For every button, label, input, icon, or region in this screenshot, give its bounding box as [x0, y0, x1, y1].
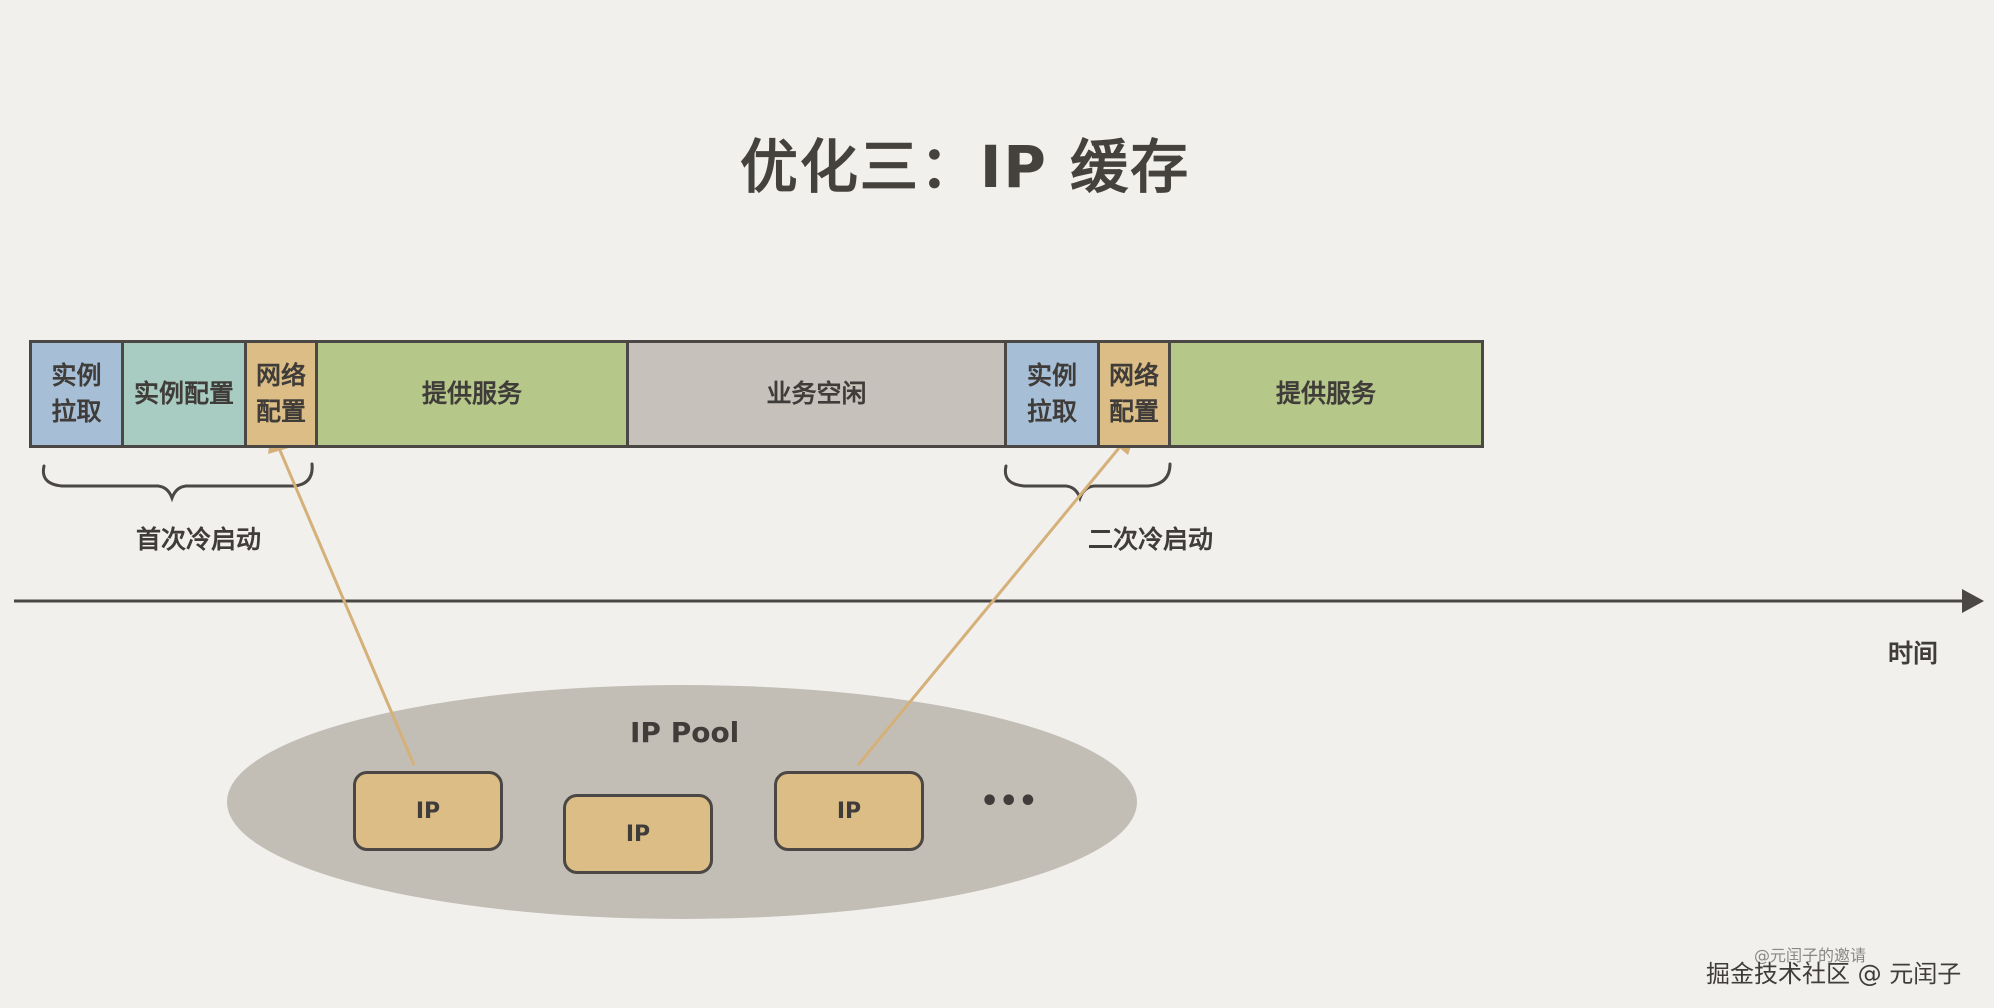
ip-box: IP [353, 771, 503, 851]
watermark-faint: @元闰子的邀请 [1754, 946, 1867, 965]
brace-second-cold-start [1003, 462, 1172, 503]
watermark: 掘金技术社区 @ 元闰子 [1706, 960, 1962, 988]
segment-network-config-1: 网络 配置 [244, 340, 318, 448]
segment-serve-1: 提供服务 [315, 340, 629, 448]
label-first-cold-start: 首次冷启动 [136, 525, 262, 554]
diagram-title: 优化三：IP 缓存 [739, 133, 1191, 201]
ip-pool-label: IP Pool [630, 716, 740, 749]
arrow-ip-to-second-network-config [856, 447, 1121, 766]
label-second-cold-start: 二次冷启动 [1088, 525, 1214, 554]
arrow-ip-to-first-network-config [277, 447, 416, 766]
time-axis-label: 时间 [1888, 639, 1939, 668]
segment-serve-2: 提供服务 [1168, 340, 1484, 448]
time-axis-arrowhead [1962, 589, 1984, 613]
segment-instance-pull-2: 实例 拉取 [1004, 340, 1100, 448]
brace-first-cold-start [41, 462, 314, 503]
more-ips-ellipsis: ••• [980, 784, 1038, 819]
ip-box: IP [563, 794, 713, 874]
segment-instance-pull-1: 实例 拉取 [29, 340, 124, 448]
segment-network-config-2: 网络 配置 [1097, 340, 1171, 448]
ip-box: IP [774, 771, 924, 851]
segment-instance-config: 实例配置 [121, 340, 247, 448]
segment-idle: 业务空闲 [626, 340, 1007, 448]
